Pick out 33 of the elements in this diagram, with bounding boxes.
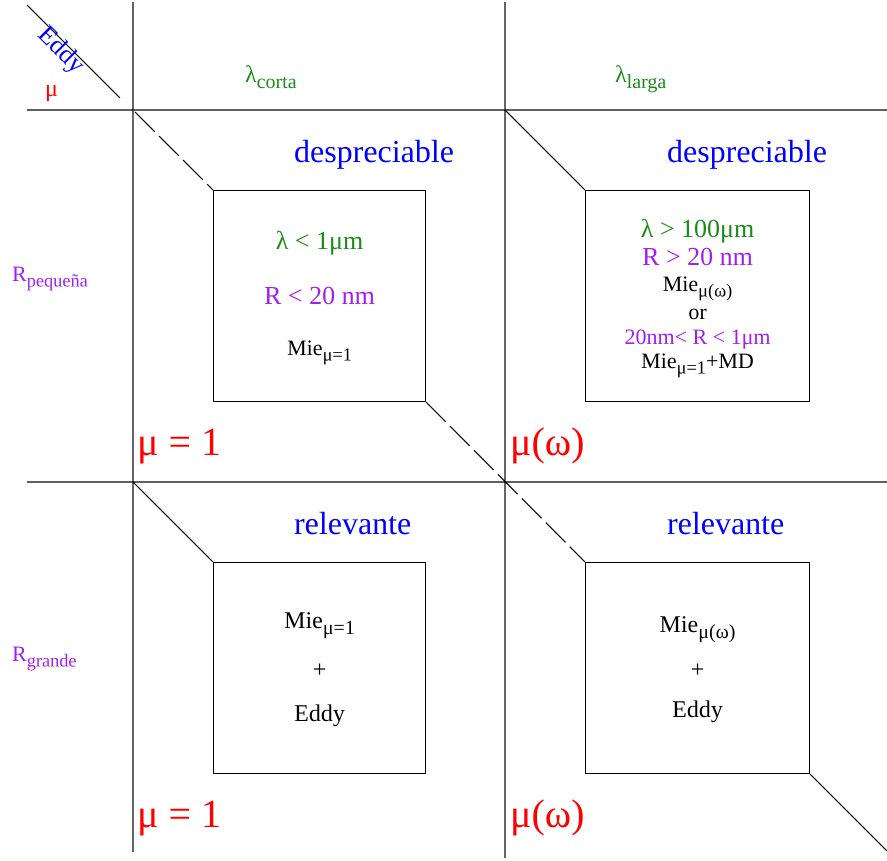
box-text: Mie$_{μ=1}$ xyxy=(284,608,355,639)
box-text: 20nm< R < 1μm xyxy=(624,324,770,349)
condition-box xyxy=(213,562,426,774)
condition-box xyxy=(585,562,810,774)
box-text: Mie$_{μ=1}$ xyxy=(287,336,352,365)
regime-label: despreciable xyxy=(294,134,454,170)
box-text: or xyxy=(688,300,707,325)
box-text: Eddy xyxy=(294,701,345,728)
permeability-label: μ(ω) xyxy=(510,792,584,836)
box-text: Mie$_{μ(ω)}$ xyxy=(660,612,736,643)
box-text: Mie$_{μ(ω)}$ xyxy=(662,272,732,300)
permeability-label: μ = 1 xyxy=(137,792,222,836)
box-text: + xyxy=(312,657,326,684)
regime-label: relevante xyxy=(294,506,412,542)
box-text: λ > 100μm xyxy=(640,214,754,244)
column-header: λ$_{corta}$ xyxy=(245,62,297,93)
box-text: + xyxy=(690,657,704,684)
corner-label: μ xyxy=(45,76,58,102)
box-text: Mie$_{μ=1}$+MD xyxy=(641,348,754,378)
dashed-line xyxy=(426,402,586,562)
regime-label: relevante xyxy=(667,506,784,542)
permeability-label: μ(ω) xyxy=(510,420,584,464)
row-header: R$_{grande}$ xyxy=(12,642,77,671)
condition-box xyxy=(585,190,810,402)
permeability-label: μ = 1 xyxy=(137,420,222,464)
condition-box xyxy=(213,190,426,402)
regime-label: despreciable xyxy=(667,134,827,170)
box-text: λ < 1μm xyxy=(276,227,364,256)
row-header: R$_{pequeña}$ xyxy=(12,262,88,291)
box-text: R > 20 nm xyxy=(642,243,753,272)
column-header: λ$_{larga}$ xyxy=(615,62,666,93)
box-text: R < 20 nm xyxy=(264,282,375,310)
box-text: Eddy xyxy=(672,697,723,724)
